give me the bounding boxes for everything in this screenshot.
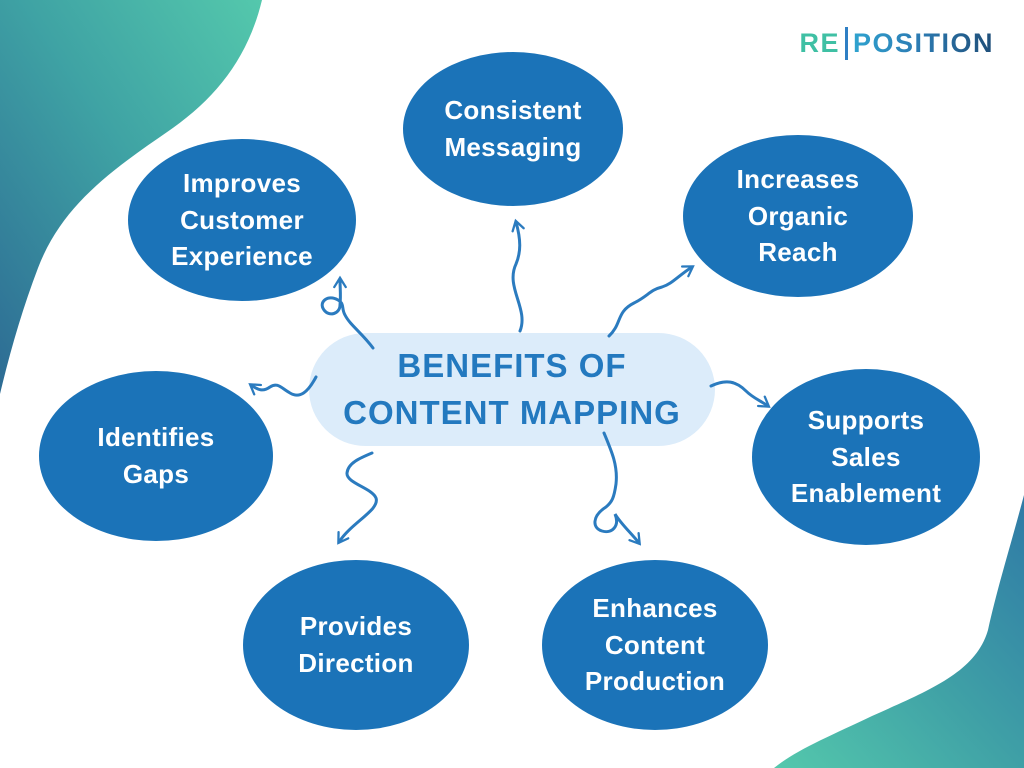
node-consistent-messaging: Consistent Messaging [403,52,623,206]
node-label: Increases Organic Reach [736,163,860,268]
logo-separator-bar [844,27,848,60]
corner-blob-bottom-right [774,495,1024,768]
reposition-logo: RE POSITION [799,27,994,60]
corner-blob-top-left [0,0,262,394]
logo-re-text: RE [799,28,840,58]
node-increases-organic-reach: Increases Organic Reach [683,135,913,297]
node-label: Provides Direction [298,611,414,678]
central-topic-pill: BENEFITS OF CONTENT MAPPING [309,333,715,446]
node-label: Identifies Gaps [97,422,215,489]
node-improves-customer-experience: Improves Customer Experience [128,139,356,301]
node-label: Supports Sales Enablement [790,404,942,509]
node-label: Enhances Content Production [584,592,726,697]
node-label: Improves Customer Experience [171,167,313,272]
diagram-title: BENEFITS OF CONTENT MAPPING [343,346,681,431]
node-label: Consistent Messaging [444,95,582,162]
logo-position-text: POSITION [852,28,994,58]
node-enhances-content-production: Enhances Content Production [542,560,768,730]
node-provides-direction: Provides Direction [243,560,469,730]
node-identifies-gaps: Identifies Gaps [39,371,273,541]
node-supports-sales-enablement: Supports Sales Enablement [752,369,980,545]
